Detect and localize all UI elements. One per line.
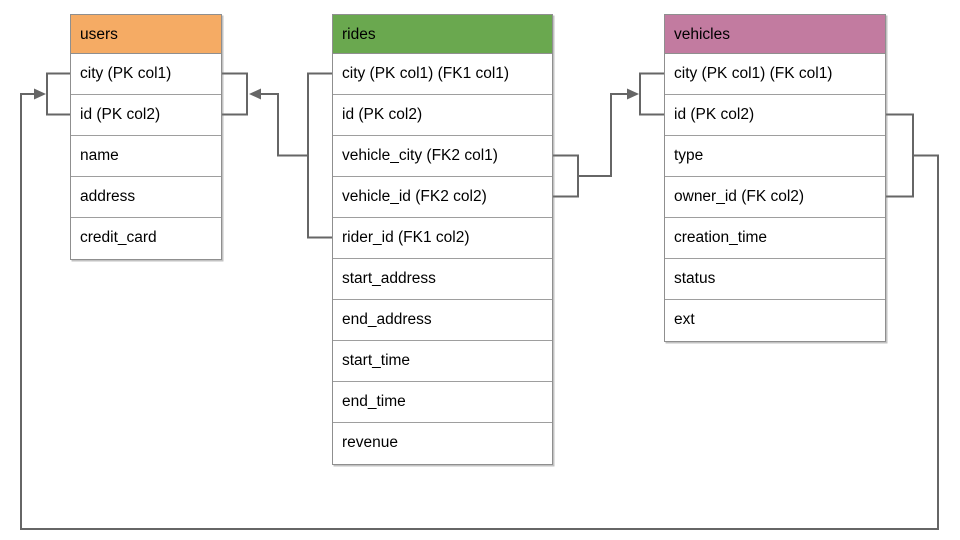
arrowhead-into-users-left-icon [34,88,46,100]
rides-column-end-address: end_address [333,300,552,341]
users-column-name: name [71,136,221,177]
arrowhead-into-users-icon [249,88,261,100]
vehicles-column-creation-time: creation_time [665,218,885,259]
arrowhead-into-vehicles-icon [627,88,639,100]
rides-column-rider-id: rider_id (FK1 col2) [333,218,552,259]
vehicles-column-status: status [665,259,885,300]
rides-column-id: id (PK col2) [333,95,552,136]
vehicles-column-city: city (PK col1) (FK col1) [665,54,885,95]
rides-column-city: city (PK col1) (FK1 col1) [333,54,552,95]
vehicles-column-ext: ext [665,300,885,341]
users-column-address: address [71,177,221,218]
vehicles-column-owner-id: owner_id (FK col2) [665,177,885,218]
users-column-city: city (PK col1) [71,54,221,95]
vehicles-table: vehicles city (PK col1) (FK col1) id (PK… [664,14,886,342]
rides-column-vehicle-city: vehicle_city (FK2 col1) [333,136,552,177]
vehicles-table-header: vehicles [665,15,885,54]
rides-column-start-time: start_time [333,341,552,382]
fk1-rides-to-users-connector [222,72,332,239]
rides-column-start-address: start_address [333,259,552,300]
vehicles-column-id: id (PK col2) [665,95,885,136]
rides-column-vehicle-id: vehicle_id (FK2 col2) [333,177,552,218]
users-column-credit-card: credit_card [71,218,221,259]
rides-table-header: rides [333,15,552,54]
rides-column-end-time: end_time [333,382,552,423]
rides-column-revenue: revenue [333,423,552,464]
users-table: users city (PK col1) id (PK col2) name a… [70,14,222,260]
fk2-rides-to-vehicles-connector [553,72,664,198]
rides-table: rides city (PK col1) (FK1 col1) id (PK c… [332,14,553,465]
vehicles-column-type: type [665,136,885,177]
users-table-header: users [71,15,221,54]
users-column-id: id (PK col2) [71,95,221,136]
